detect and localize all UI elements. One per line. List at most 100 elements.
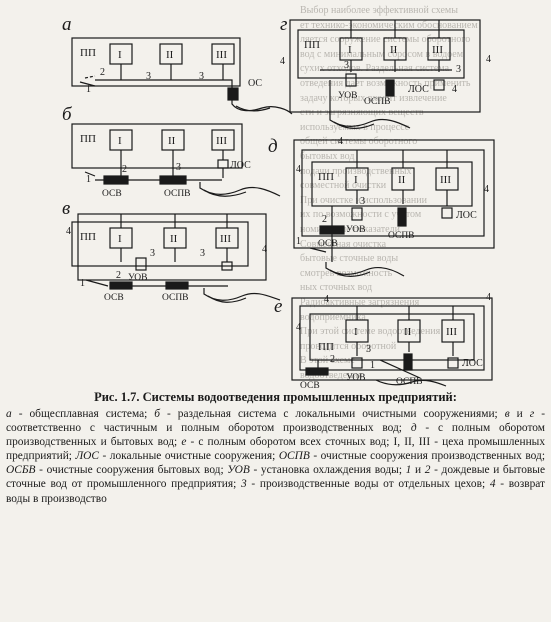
caption-term: а [6, 408, 12, 420]
uov-label: УОВ [338, 91, 357, 101]
uov-label: УОВ [346, 373, 365, 383]
caption-text: - установка охлаждения воды; [249, 464, 406, 477]
caption-text: - соответственно с частичным и полным об… [6, 408, 545, 435]
panel-label-b: б [62, 104, 73, 125]
workshop-3-label: III [446, 326, 457, 338]
background-text-line: общей системы оборотного [300, 136, 418, 148]
caption-text: - дождевые и бытовые сточные вод от пром… [6, 464, 545, 491]
caption-term: 4 [489, 478, 496, 491]
osv-label: ОСВ [102, 189, 122, 199]
caption-text: - возврат воды в производство [6, 478, 546, 505]
pp-label: ПП [80, 231, 96, 243]
caption-text: и [509, 408, 530, 420]
enterprise-boundary [71, 123, 243, 169]
workshop-1-label: I [118, 49, 122, 61]
workshop-1-label: I [354, 174, 358, 186]
caption-term: ОСБВ [6, 464, 36, 477]
diagram-d: д ПП I II III УОВ ОСПВ ЛОС ОСВ 4 4 4 2 1 [268, 136, 495, 277]
line-number: 3 [199, 71, 204, 82]
line-number: 3 [344, 60, 349, 71]
line-number: 4 [66, 226, 71, 237]
ospv-label: ОСПВ [396, 377, 423, 387]
domestic-treatment-box [305, 367, 329, 376]
diagram-g: г ПП I II III УОВ ОСПВ ЛОС 4 4 3 3 4 [280, 14, 491, 129]
caption-text: - общесплавная система; [11, 408, 155, 420]
background-text-line: При очистке и использовании [300, 194, 427, 206]
caption-term: ОСПВ [278, 450, 310, 463]
line-number: 3 [360, 196, 365, 207]
line-number: 2 [122, 164, 127, 175]
los-label: ЛОС [230, 160, 251, 171]
line-number: 4 [324, 294, 329, 305]
caption-term: ЛОС [75, 450, 99, 463]
panel-label-a: а [62, 14, 72, 35]
line-number: 2 [116, 270, 121, 281]
background-text-line: бытовые сточные воды [300, 253, 399, 265]
caption-text: - очистные сооружения бытовых вод; [35, 464, 228, 477]
line-number: 1 [370, 360, 375, 371]
diagram-e: е ПП I II III УОВ ОСПВ ЛОС ОСВ 4 4 4 2 1 [274, 292, 493, 388]
background-text-line: номические показатели [300, 224, 400, 235]
figure-title: Рис. 1.7. Системы водоотведения промышле… [94, 390, 457, 404]
caption-term: д [410, 422, 417, 435]
background-text-line: подачи производственных [300, 165, 412, 177]
line-number: 3 [456, 64, 461, 75]
return-loop [289, 19, 481, 113]
enterprise-boundary [297, 29, 465, 79]
line-number: 4 [262, 244, 267, 255]
industrial-treatment-box [159, 175, 187, 185]
line-number: 1 [80, 278, 85, 289]
background-text-line: Совместная очистка [300, 238, 387, 250]
background-text-line: ет технико-экономическим обоснованием [300, 19, 478, 31]
line-number: 2 [330, 354, 335, 365]
ospv-label: ОСПВ [388, 231, 415, 241]
pp-label: ПП [318, 341, 334, 353]
line-number: 3 [200, 248, 205, 259]
cooling-unit-box [351, 357, 363, 369]
line-number: 1 [296, 236, 301, 247]
line-number: 4 [486, 292, 491, 303]
line-number: 2 [100, 67, 105, 78]
background-text-line: В этой схеме [300, 355, 355, 367]
panel-label-e: е [274, 296, 282, 317]
caption-text: - локальные очистные сооружения; [99, 450, 279, 463]
background-text-line: бытовых вод [300, 151, 355, 162]
background-text-line: При этой системе водоотведения [300, 326, 441, 338]
pp-label: ПП [318, 171, 334, 183]
diagram-v: в ПП I II III УОВ ОСВ ОСПВ 4 4 1 2 3 3 [62, 198, 281, 303]
cooling-unit-box [351, 207, 363, 221]
background-text-line: проводится оборотной [300, 340, 397, 352]
panel-label-v: в [62, 198, 70, 219]
osv-label: ОСВ [318, 239, 338, 249]
workshop-1-label: I [348, 44, 352, 56]
line-number: 4 [486, 54, 491, 65]
line-number: 3 [146, 71, 151, 82]
line-number: 4 [280, 56, 285, 67]
workshop-2-label: II [398, 174, 406, 186]
background-text-line: Выбор наиболее эффективной схемы [300, 5, 458, 16]
uov-label: УОВ [128, 273, 147, 283]
ospv-label: ОСПВ [162, 293, 189, 303]
line-number: 4 [452, 84, 457, 95]
enterprise-boundary [71, 221, 249, 267]
local-treatment-box [441, 207, 453, 219]
industrial-treatment-box [403, 353, 413, 371]
industrial-treatment-box [397, 207, 407, 227]
local-treatment-box [221, 261, 233, 271]
background-text-line: сухих отходов. Раздельная система [300, 63, 450, 75]
background-text-line: водоприемника [300, 311, 366, 323]
workshop-3-label: III [216, 135, 227, 147]
background-text-line: ных сточных вод [300, 282, 373, 294]
return-loop-inner [301, 149, 485, 237]
cooling-unit-box [135, 257, 147, 271]
caption-term: УОВ [227, 464, 250, 477]
line-number: 1 [86, 84, 91, 95]
line-number: 3 [176, 162, 181, 173]
line-number: 4 [484, 184, 489, 195]
line-number: 4 [338, 136, 343, 147]
caption-text: - раздельная система с локальными очистн… [160, 408, 505, 420]
water-disposal-diagrams: а ПП I II III 1 2 3 3 ОС б ПП [62, 14, 495, 388]
background-text-line: смотрев возможность [300, 267, 393, 279]
caption-term: 2 [424, 464, 431, 477]
los-label: ЛОС [462, 358, 483, 369]
